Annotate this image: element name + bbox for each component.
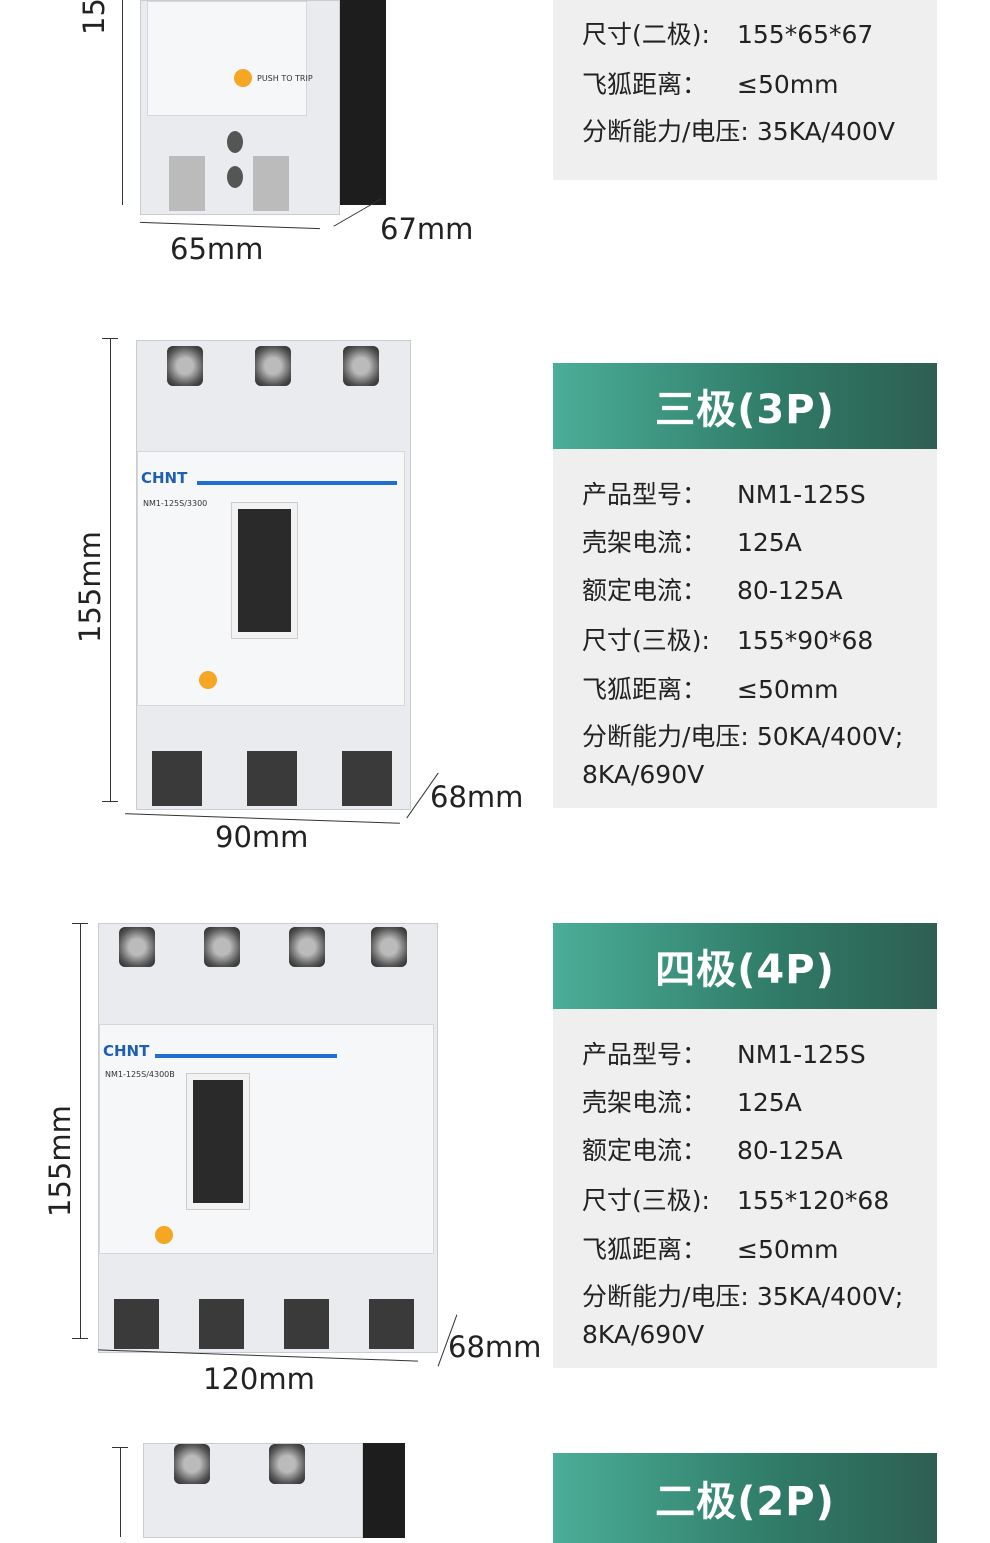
height-dim-line (122, 0, 123, 205)
breaker-3p-image: CHNT NM1-125S/3300 (136, 340, 411, 810)
width-dim-line (140, 221, 320, 230)
spec-row: 额定电流：80-125A (582, 576, 843, 605)
width-label: 120mm (203, 1362, 315, 1396)
height-label: 15 (77, 0, 111, 35)
spec-row: 分断能力/电压: 35KA/400V (582, 117, 895, 146)
spec-row: 尺寸(三极):155*90*68 (582, 626, 874, 655)
spec-row: 额定电流：80-125A (582, 1136, 843, 1165)
depth-label: 67mm (380, 212, 474, 246)
spec-row: 飞狐距离：≤50mm (582, 1235, 839, 1264)
spec-row: 尺寸(二极):155*65*67 (582, 20, 874, 49)
spec-row: 产品型号：NM1-125S (582, 1040, 866, 1069)
breaker-2p-image (143, 1443, 363, 1538)
spec-row: 尺寸(三极):155*120*68 (582, 1186, 890, 1215)
spec-row: 飞狐距离：≤50mm (582, 675, 839, 704)
spec-panel (553, 1009, 937, 1368)
width-label: 65mm (170, 232, 264, 266)
section-title: 三极(3P) (553, 363, 937, 449)
depth-label: 68mm (430, 780, 524, 814)
spec-row: 分断能力/电压: 35KA/400V; (582, 1282, 904, 1311)
height-label: 155mm (73, 531, 107, 643)
spec-row-extra: 8KA/690V (582, 1320, 705, 1349)
height-label: 155mm (43, 1105, 77, 1217)
spec-row: 产品型号：NM1-125S (582, 480, 866, 509)
breaker-4p-image: CHNT NM1-125S/4300B (98, 923, 438, 1353)
spec-panel (553, 449, 937, 808)
width-label: 90mm (215, 820, 309, 854)
section-title: 四极(4P) (553, 923, 937, 1009)
spec-panel-2p-cont (553, 0, 937, 180)
breaker-2p-image: PUSH TO TRIP (140, 0, 340, 215)
section-title: 二极(2P) (553, 1453, 937, 1543)
spec-row: 分断能力/电压: 50KA/400V; (582, 722, 904, 751)
depth-label: 68mm (448, 1330, 542, 1364)
spec-row: 壳架电流：125A (582, 528, 802, 557)
spec-row-extra: 8KA/690V (582, 760, 705, 789)
spec-row: 壳架电流：125A (582, 1088, 802, 1117)
spec-row: 飞狐距离：≤50mm (582, 70, 839, 99)
